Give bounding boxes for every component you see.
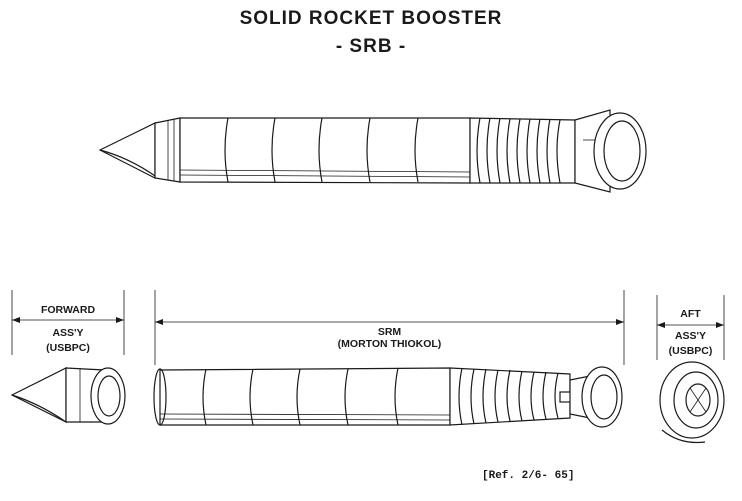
srm-label: SRM: [377, 326, 402, 338]
srm-contractor-label: (MORTON THIOKOL): [337, 338, 442, 350]
diagram-subtitle: - SRB -: [335, 36, 407, 57]
forward-assembly-label-2: ASS'Y: [12, 327, 124, 339]
motor-body: [179, 117, 471, 184]
aft-contractor-label: (USBPC): [668, 345, 713, 357]
reference-note: [Ref. 2/6- 65]: [482, 470, 575, 482]
aft-label-line1: AFT: [680, 308, 701, 320]
aft-label-line2: ASS'Y: [674, 330, 707, 342]
forward-assembly-label: FORWARD: [12, 304, 124, 316]
aft-nozzle: [593, 112, 647, 190]
nose-cone: [98, 122, 156, 179]
forward-contractor-label: (USBPC): [46, 342, 90, 354]
diagram-title: SOLID ROCKET BOOSTER: [239, 8, 503, 29]
srm-illustration: [153, 366, 623, 428]
forward-assembly-illustration: [10, 367, 126, 425]
aft-assembly-illustration: [659, 361, 725, 444]
dimension-lines: [11, 290, 725, 365]
forward-label-line2: ASS'Y: [52, 327, 84, 339]
forward-label-line1: FORWARD: [40, 304, 96, 316]
assembled-booster-illustration: [98, 109, 647, 193]
